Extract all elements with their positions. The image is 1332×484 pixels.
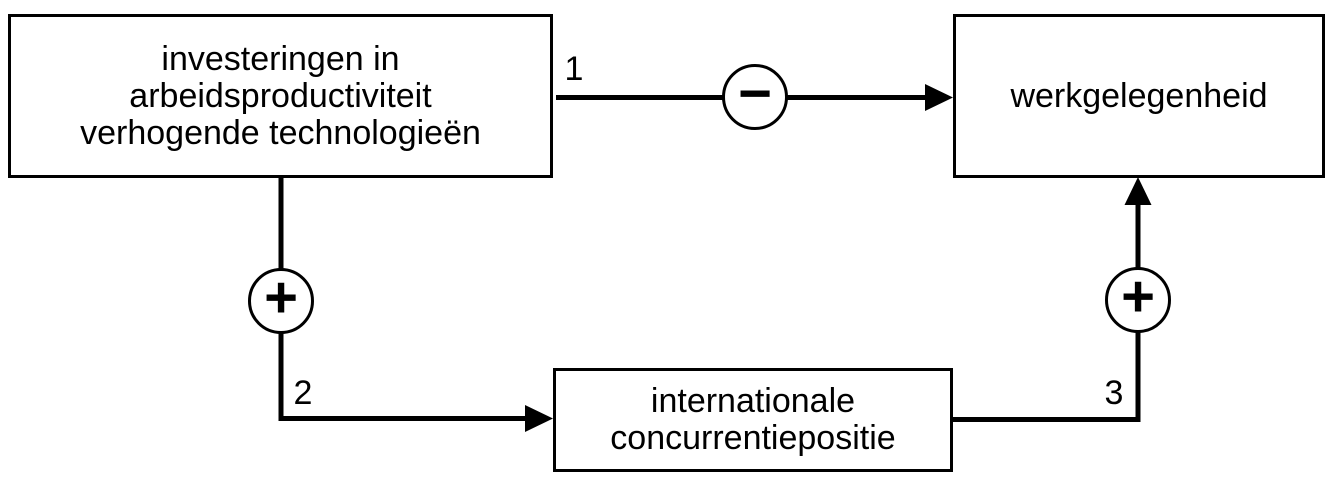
node-concurrentiepositie-label: internationale concurrentiepositie bbox=[610, 382, 896, 457]
node-werkgelegenheid-label: werkgelegenheid bbox=[1010, 76, 1268, 115]
node-investeringen-label: investeringen in arbeidsproductiviteit v… bbox=[80, 39, 481, 152]
edge-2-arrowhead-icon bbox=[525, 405, 553, 432]
edge-3-plus-sign-badge: + bbox=[1105, 267, 1171, 333]
edge-3-arrowhead-icon bbox=[1124, 177, 1152, 205]
edge-1-minus-sign-badge: − bbox=[722, 64, 788, 130]
minus-sign-icon: − bbox=[738, 61, 772, 126]
edge-2-number-label: 2 bbox=[293, 374, 313, 412]
node-concurrentiepositie: internationale concurrentiepositie bbox=[553, 368, 953, 472]
node-werkgelegenheid: werkgelegenheid bbox=[953, 14, 1325, 178]
edge-1-number-label: 1 bbox=[564, 50, 584, 88]
edge-3-number-label: 3 bbox=[1104, 374, 1124, 412]
edge-2-plus-sign-badge: + bbox=[248, 268, 314, 334]
node-investeringen: investeringen in arbeidsproductiviteit v… bbox=[8, 14, 553, 178]
plus-sign-icon: + bbox=[264, 265, 298, 330]
plus-sign-icon: + bbox=[1121, 264, 1155, 329]
edge-1-arrowhead-icon bbox=[925, 84, 953, 111]
